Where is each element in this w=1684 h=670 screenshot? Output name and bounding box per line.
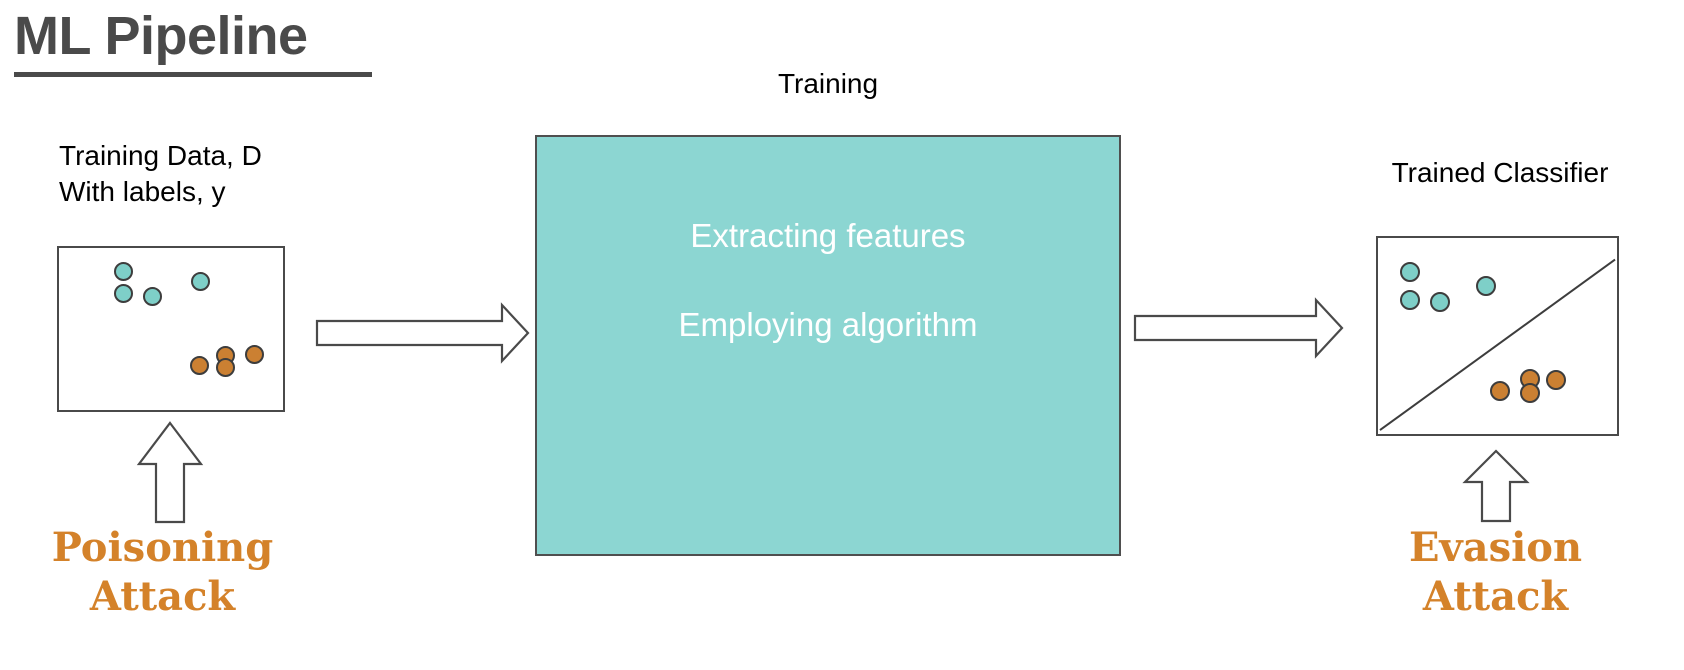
training-step-employing-algorithm: Employing algorithm [678,306,978,343]
data-point-class-a [114,262,133,281]
data-point-class-b [1490,381,1510,401]
title-underline [14,72,372,77]
data-point-class-a [1476,276,1496,296]
data-point-class-a [191,272,210,291]
flow-arrow-data-to-training [315,302,530,364]
page-title: ML Pipeline [14,6,308,66]
poisoning-attack-arrow [136,421,204,524]
data-point-class-b [216,358,235,377]
evasion-attack-label: Evasion Attack [1408,524,1583,620]
training-step-extracting-features: Extracting features [690,217,966,254]
trained-classifier-label: Trained Classifier [1391,157,1609,188]
data-point-class-a [114,284,133,303]
training-data-box [57,246,285,412]
data-point-class-a [143,287,162,306]
data-point-class-a [1400,290,1420,310]
poisoning-attack-label: Poisoning Attack [51,524,274,620]
data-point-class-a [1400,262,1420,282]
training-stage-box: Extracting features Employing algorithm [535,135,1121,556]
data-point-class-b [1520,383,1540,403]
decision-boundary-line [1378,238,1617,434]
evasion-attack-arrow [1462,449,1530,523]
trained-classifier-box [1376,236,1619,436]
training-label: Training [777,68,879,99]
data-point-class-a [1430,292,1450,312]
data-point-class-b [1546,370,1566,390]
flow-arrow-training-to-classifier [1133,297,1344,359]
training-data-label: Training Data, D With labels, y [59,140,262,207]
data-point-class-b [190,356,209,375]
data-point-class-b [245,345,264,364]
